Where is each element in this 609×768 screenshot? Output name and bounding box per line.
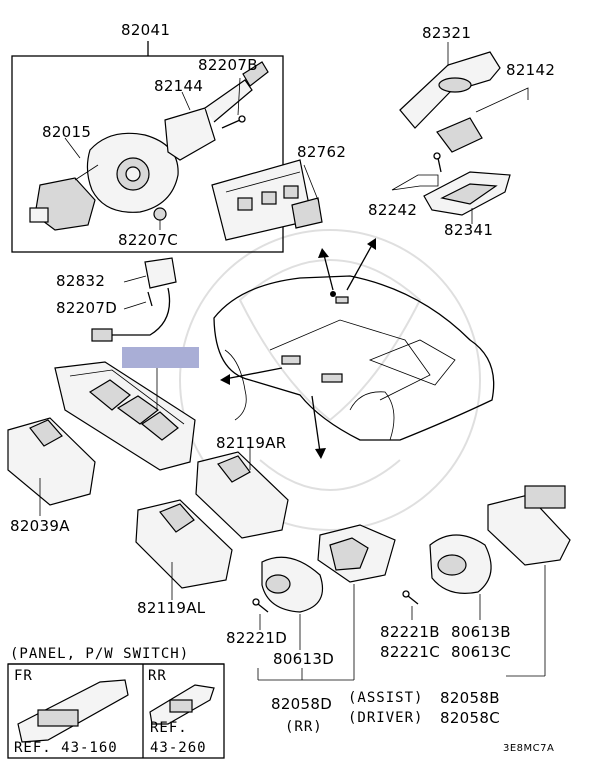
part-label-82832: 82832 (56, 272, 106, 290)
switch-82832 (91, 257, 177, 342)
part-label-82321: 82321 (422, 24, 472, 42)
part-label-82221d: 82221D (226, 629, 288, 647)
power-window-master-switch (54, 347, 199, 471)
steering-switch-group (11, 41, 284, 253)
part-label-82015: 82015 (42, 123, 92, 141)
part-label-82221c: 82221C (380, 643, 440, 661)
part-label-80613d: 80613D (273, 650, 335, 668)
part-label-82762: 82762 (297, 143, 347, 161)
wiper-switch-82144 (164, 61, 269, 161)
part-label-82207d: 82207D (56, 299, 118, 317)
screw-82207b (221, 77, 246, 129)
inset-title: (PANEL, P/W SWITCH) (10, 646, 190, 662)
highlight-box (122, 347, 199, 368)
part-label-82142: 82142 (506, 61, 556, 79)
part-label-82039a: 82039A (10, 517, 70, 535)
screw-82207c (153, 207, 167, 230)
part-label-82341: 82341 (444, 221, 494, 239)
inset-rr-label: RR (148, 668, 167, 684)
part-label-82041: 82041 (121, 21, 171, 39)
inset-ref-rr-line2: 43-260 (150, 740, 207, 756)
inset-fr-label: FR (14, 668, 33, 684)
part-label-assist: (ASSIST) (348, 690, 424, 706)
center-switch-panel (211, 159, 323, 241)
part-label-80613b: 80613B (451, 623, 511, 641)
inset-ref-fr: REF. 43-160 (14, 740, 118, 756)
part-label-driver: (DRIVER) (348, 710, 424, 726)
part-label-80613c: 80613C (451, 643, 511, 661)
part-label-82207b: 82207B (198, 56, 258, 74)
switch-82119ar (195, 448, 289, 539)
drawing-code: 3E8MC7A (503, 743, 555, 754)
courtesy-switch-front (402, 485, 571, 677)
part-label-82207c: 82207C (118, 231, 178, 249)
overhead-parts (391, 42, 529, 224)
part-label-rr: (RR) (285, 719, 323, 735)
part-label-82058d: 82058D (271, 695, 333, 713)
watermark-emblem (179, 229, 481, 531)
switch-82119al (135, 499, 233, 600)
part-label-82144: 82144 (154, 77, 204, 95)
part-label-82058c: 82058C (440, 709, 500, 727)
part-label-82242: 82242 (368, 201, 418, 219)
part-label-82058b: 82058B (440, 689, 500, 707)
inset-ref-rr-line1: REF. (150, 720, 188, 736)
vehicle-outline (213, 238, 495, 459)
part-label-82119al: 82119AL (137, 599, 206, 617)
switch-82039a (7, 417, 96, 516)
courtesy-switch-rr (252, 524, 396, 681)
inset-panel-box (7, 663, 225, 759)
part-label-82221b: 82221B (380, 623, 440, 641)
clock-spring-82015 (29, 132, 179, 231)
part-label-82119ar: 82119AR (216, 434, 287, 452)
